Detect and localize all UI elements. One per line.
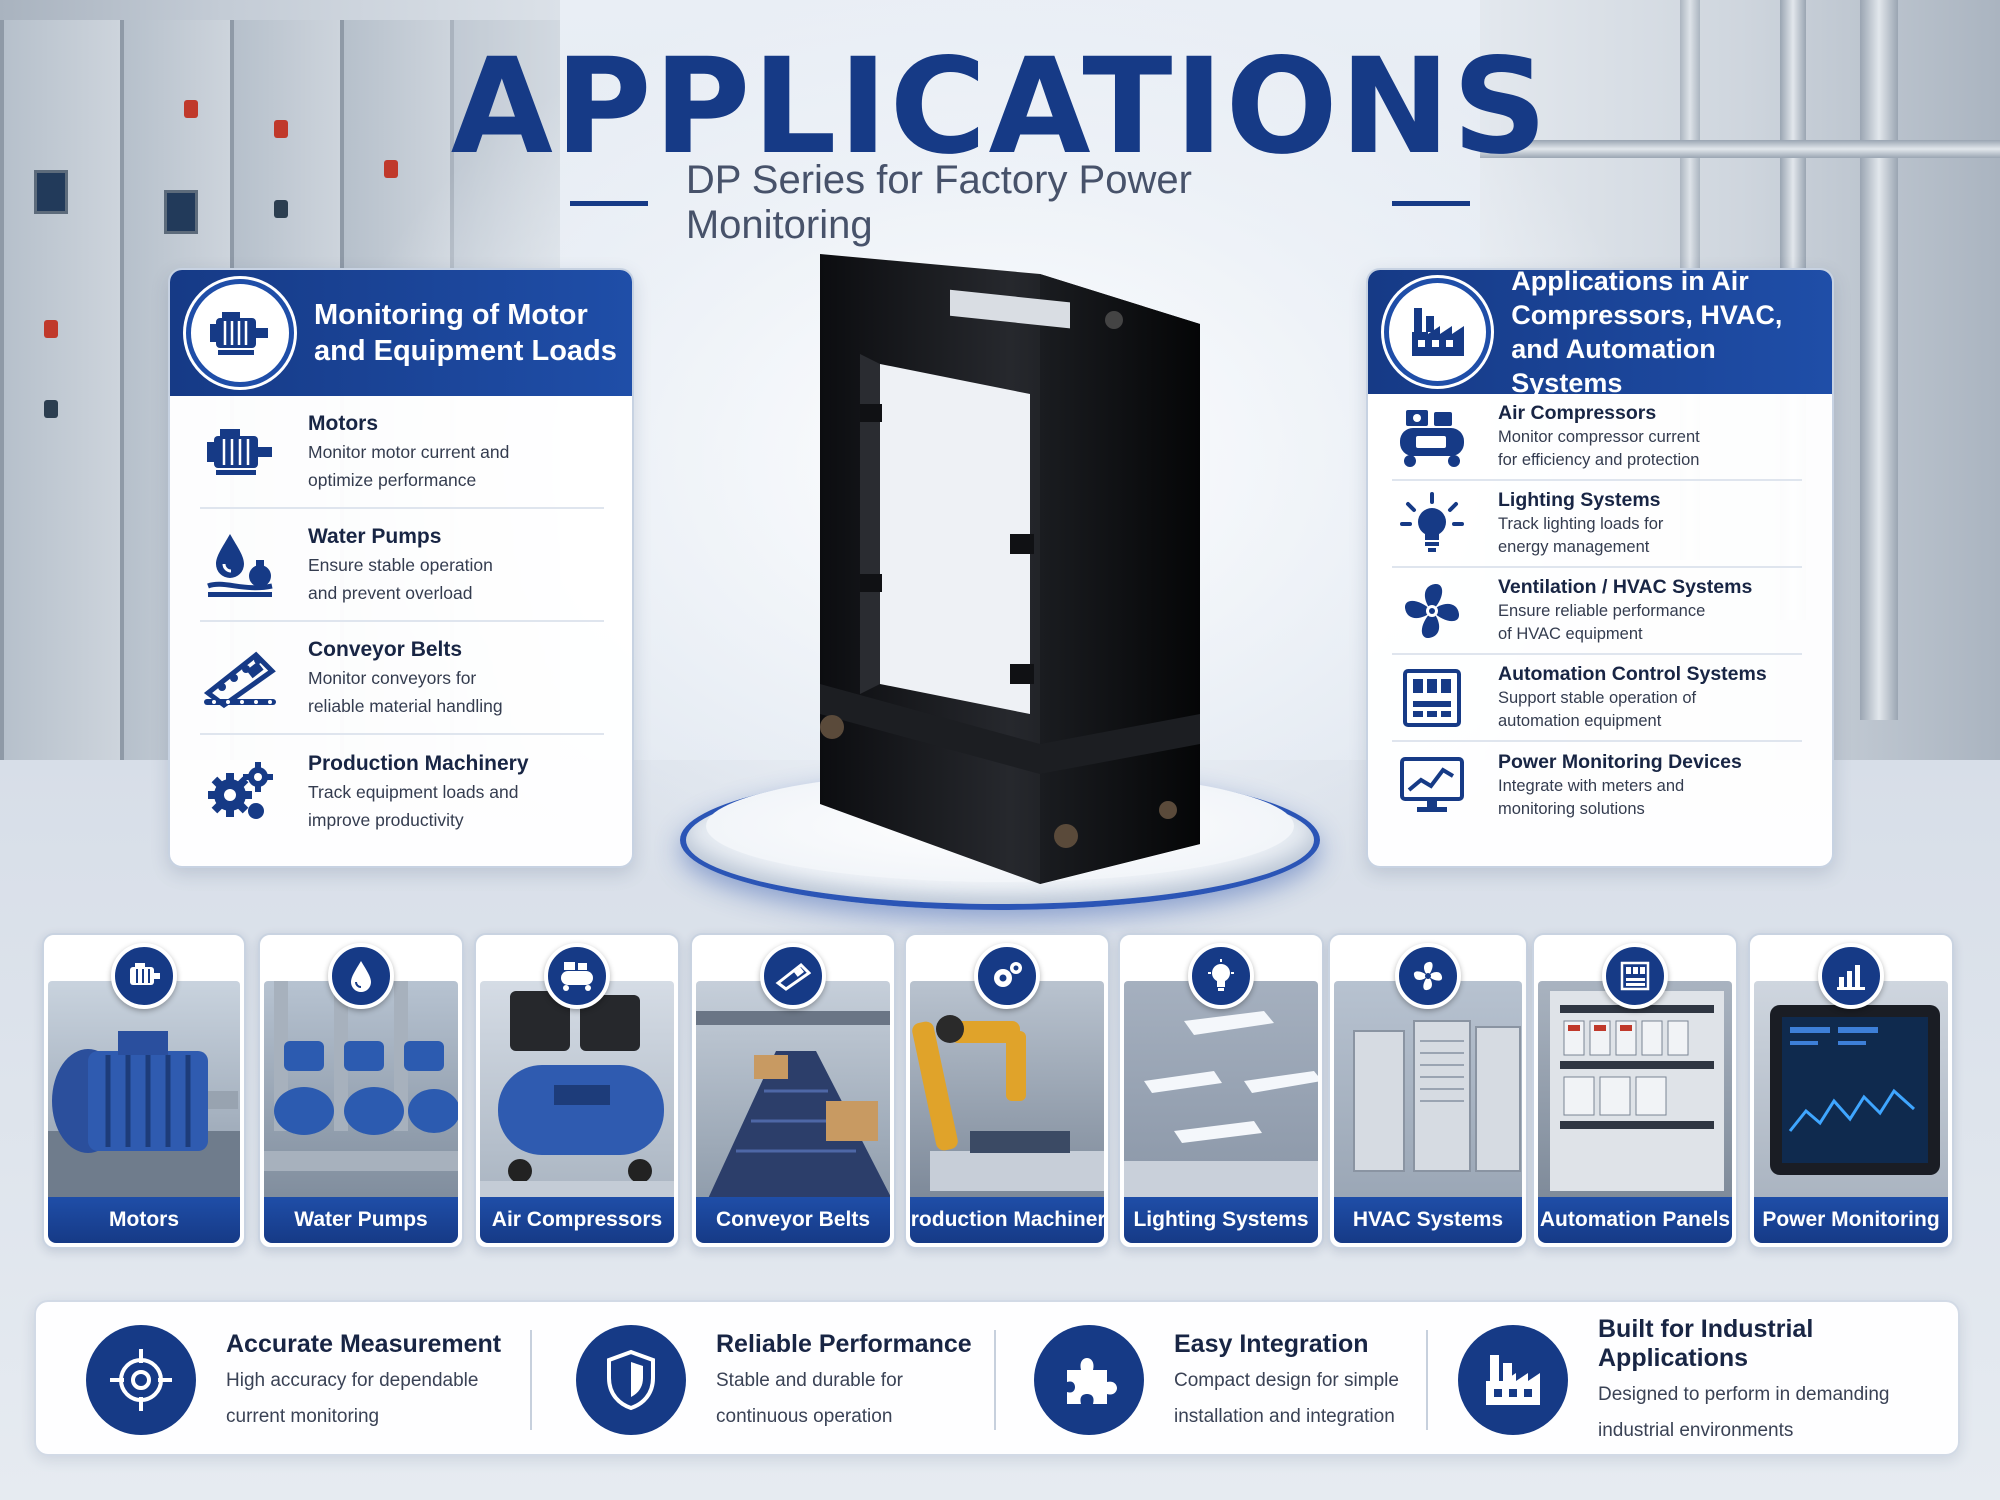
conveyor-icon — [760, 943, 826, 1009]
bar-chart-icon — [1818, 943, 1884, 1009]
control-panel-icon — [1602, 943, 1668, 1009]
panel-title: Applications in Air Compressors, HVAC, a… — [1511, 268, 1783, 398]
lighting-photo — [1124, 981, 1318, 1203]
panel-title: Monitoring of Motor and Equipment Loads — [314, 299, 617, 367]
fan-icon — [1395, 943, 1461, 1009]
card-conveyor-belts[interactable]: Conveyor Belts — [690, 933, 896, 1249]
motor-loads-panel: Monitoring of Motor and Equipment Loads … — [168, 268, 634, 868]
divider — [530, 1330, 532, 1430]
monitoring-screen-photo — [1754, 981, 1948, 1203]
conveyor-icon — [200, 643, 280, 713]
robot-arm-photo — [910, 981, 1104, 1203]
card-label: Conveyor Belts — [696, 1197, 890, 1243]
fan-icon — [1392, 576, 1472, 646]
card-lighting-systems[interactable]: Lighting Systems — [1118, 933, 1324, 1249]
control-panel-icon — [1392, 663, 1472, 733]
card-hvac-systems[interactable]: HVAC Systems — [1328, 933, 1528, 1249]
motor-photo — [48, 981, 240, 1203]
subtitle-row: DP Series for Factory Power Monitoring — [570, 158, 1470, 247]
light-bulb-icon — [1188, 943, 1254, 1009]
application-cards: Motors Water Pumps Air Compressors Conve… — [42, 933, 1954, 1249]
card-automation-panels[interactable]: Automation Panels — [1532, 933, 1738, 1249]
puzzle-icon — [1034, 1325, 1144, 1435]
subtitle-rule-left — [570, 200, 648, 206]
gears-icon — [974, 943, 1040, 1009]
card-label: Water Pumps — [264, 1197, 458, 1243]
card-label: Lighting Systems — [1124, 1197, 1318, 1243]
crosshair-icon — [86, 1325, 196, 1435]
factory-icon — [1384, 278, 1492, 386]
card-label: Automation Panels — [1538, 1197, 1732, 1243]
hvac-units-photo — [1334, 981, 1522, 1203]
card-label: Power Monitoring — [1754, 1197, 1948, 1243]
hvac-automation-panel: Applications in Air Compressors, HVAC, a… — [1366, 268, 1834, 868]
divider — [994, 1330, 996, 1430]
gears-icon — [200, 757, 280, 827]
motor-icon — [200, 417, 280, 487]
card-motors[interactable]: Motors — [42, 933, 246, 1249]
factory-icon — [1458, 1325, 1568, 1435]
compressor-icon — [544, 943, 610, 1009]
card-water-pumps[interactable]: Water Pumps — [258, 933, 464, 1249]
water-pump-icon — [200, 530, 280, 600]
water-pumps-photo — [264, 981, 458, 1203]
shield-icon — [576, 1325, 686, 1435]
panel-header: Monitoring of Motor and Equipment Loads — [170, 270, 632, 396]
current-transformer-product — [820, 254, 1200, 884]
air-compressor-photo — [480, 981, 674, 1203]
page-subtitle: DP Series for Factory Power Monitoring — [685, 158, 1192, 247]
panel-header: Applications in Air Compressors, HVAC, a… — [1368, 270, 1832, 398]
subtitle-rule-right — [1392, 200, 1470, 206]
card-production-machinery[interactable]: Production Machinery — [904, 933, 1110, 1249]
card-label: Production Machinery — [906, 1197, 1108, 1243]
motor-icon — [186, 279, 294, 387]
monitor-chart-icon — [1392, 751, 1472, 821]
automation-panel-photo — [1538, 981, 1732, 1203]
light-bulb-icon — [1392, 489, 1472, 559]
card-label: HVAC Systems — [1334, 1197, 1522, 1243]
water-drop-icon — [328, 943, 394, 1009]
card-label: Motors — [48, 1197, 240, 1243]
card-label: Air Compressors — [480, 1197, 674, 1243]
divider — [1426, 1330, 1428, 1430]
conveyor-photo — [696, 981, 890, 1203]
card-power-monitoring[interactable]: Power Monitoring — [1748, 933, 1954, 1249]
card-air-compressors[interactable]: Air Compressors — [474, 933, 680, 1249]
page-title: APPLICATIONS — [450, 30, 1550, 184]
compressor-icon — [1392, 402, 1472, 472]
motor-icon — [111, 943, 177, 1009]
